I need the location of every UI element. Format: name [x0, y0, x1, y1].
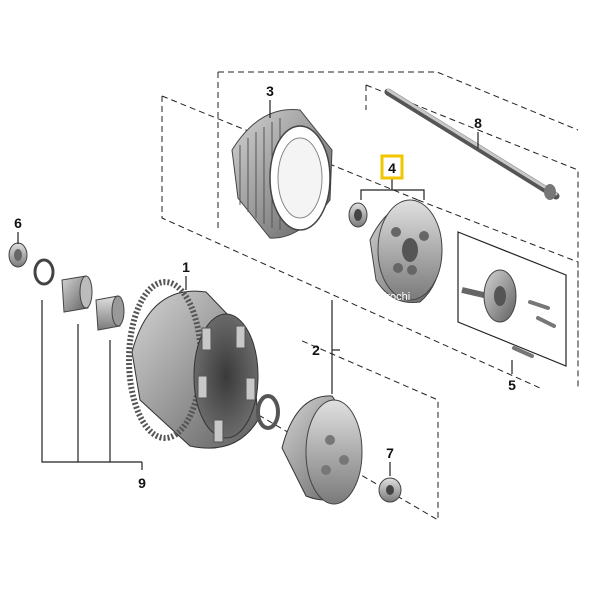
clutch-basket: [126, 279, 259, 449]
callout-4-highlight: [380, 154, 404, 180]
inner-hub: [281, 395, 363, 505]
leader-lines: [17, 100, 513, 476]
frame-part-5: [457, 231, 567, 367]
thrust-washer-inner: [256, 394, 280, 430]
callout-1: 1: [182, 259, 190, 275]
callout-5: 5: [508, 377, 516, 393]
callout-6: 6: [14, 215, 22, 231]
callout-2: 2: [312, 342, 320, 358]
pressure-plate: [348, 199, 443, 304]
clutch-plate-pack: [231, 109, 333, 239]
seal-ring: [8, 242, 28, 268]
thrust-washer-outer: [33, 258, 55, 286]
callout-7: 7: [386, 445, 394, 461]
callout-3: 3: [266, 83, 274, 99]
lifter-plate: [461, 269, 556, 358]
frame-pushrod: [365, 84, 579, 360]
callout-8: 8: [474, 115, 482, 131]
callout-labels: 1 2 3 4 5 6 7 8 9: [14, 83, 516, 491]
callout-9: 9: [138, 475, 146, 491]
watermark: hirochi: [378, 291, 410, 303]
callout-4: 4: [388, 160, 396, 176]
bushing: [61, 275, 93, 313]
frame-upper-group: [161, 71, 579, 389]
needle-bearing: [95, 295, 125, 331]
pushrod: [384, 88, 560, 200]
center-nut: [378, 477, 402, 503]
